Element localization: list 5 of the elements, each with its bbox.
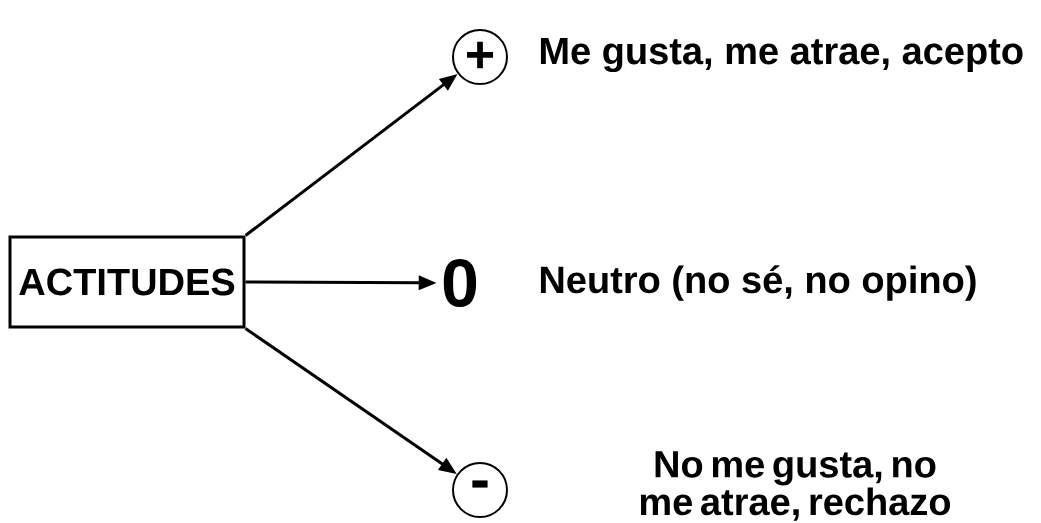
label-box: ACTITUDES <box>8 235 246 329</box>
caption-text: No me gusta, no me atrae, rechazo <box>640 451 951 521</box>
caption-text: Me gusta, me atrae, acepto <box>540 37 1023 73</box>
caption-text: Neutro (no sé, no opino) <box>540 265 976 301</box>
value-symbol: 0 <box>443 258 477 308</box>
